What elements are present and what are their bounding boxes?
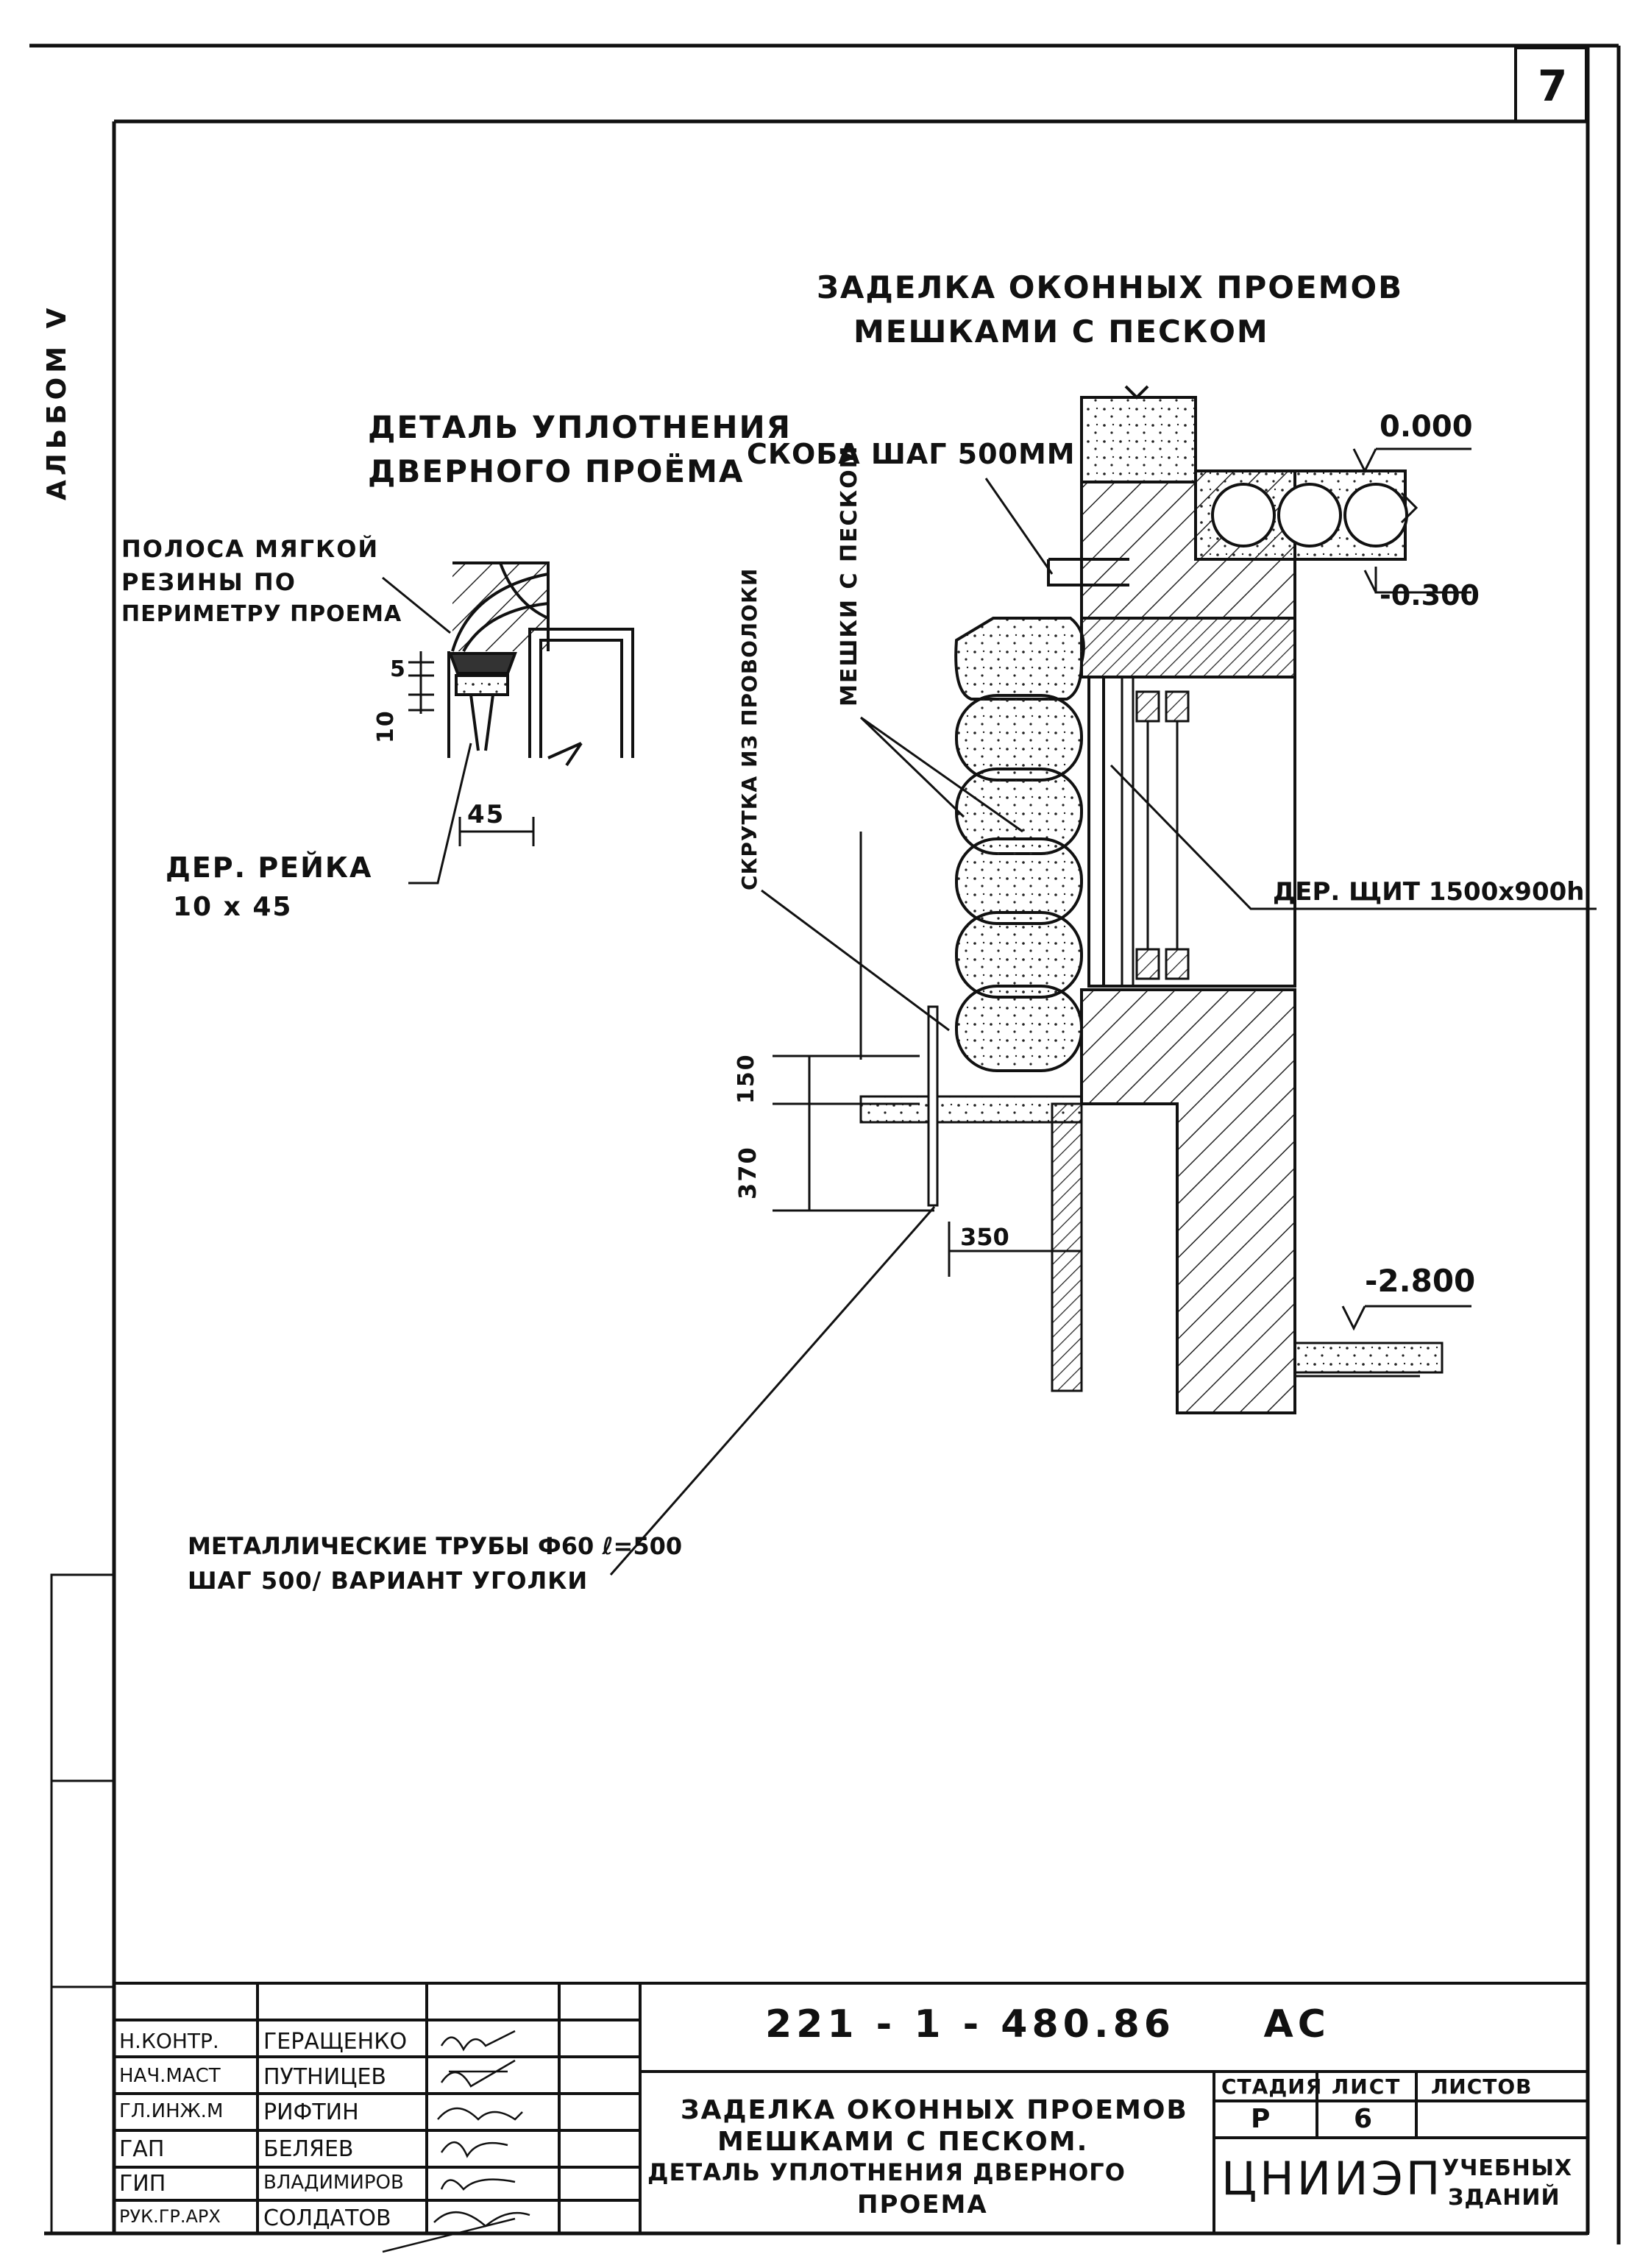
page-number: 7: [1538, 61, 1568, 111]
bracket-label: СКОБА ШАГ 500ММ: [747, 438, 1076, 470]
level-floor: -2.800: [1365, 1263, 1476, 1299]
door-detail-title-line1: ДЕТАЛЬ УПЛОТНЕНИЯ: [368, 409, 792, 445]
signatory-name: БЕЛЯЕВ: [263, 2136, 354, 2162]
dim-150: 150: [734, 1053, 759, 1104]
wood-shield-label: ДЕР. ЩИТ 1500x900h: [1273, 877, 1585, 907]
level-top: 0.000: [1380, 410, 1473, 444]
drawing-title-line: ПРОЕМА: [857, 2190, 988, 2219]
signatory-name: ПУТНИЦЕВ: [263, 2064, 386, 2090]
stage-value: Р: [1251, 2104, 1272, 2134]
signatory-name: СОЛДАТОВ: [263, 2205, 391, 2231]
sheets-header: ЛИСТОВ: [1431, 2074, 1533, 2099]
sandbags-label: МЕШКИ С ПЕСКОМ: [837, 444, 862, 706]
sheet-value: 6: [1354, 2104, 1374, 2134]
door-detail-title-line2: ДВЕРНОГО ПРОЁМА: [368, 453, 745, 489]
drawing-title-line: МЕШКАМИ С ПЕСКОМ.: [717, 2127, 1089, 2157]
signatory-name: РИФТИН: [263, 2099, 359, 2125]
rubber-strip-label-line3: ПЕРИМЕТРУ ПРОЕМА: [121, 601, 402, 627]
wire-twist-label: СКРУТКА ИЗ ПРОВОЛОКИ: [737, 567, 761, 890]
signatory-role: ГАП: [119, 2136, 165, 2162]
door-seal-detail: [382, 561, 634, 885]
album-stamp: АЛЬБОМ V: [42, 303, 72, 500]
signatory-name: ГЕРАЩЕНКО: [263, 2029, 408, 2055]
signatory-role: ГЛ.ИНЖ.М: [119, 2100, 224, 2122]
sheet-border: [29, 43, 1621, 2244]
pipes-label-line1: МЕТАЛЛИЧЕСКИЕ ТРУБЫ Ф60 ℓ=500: [188, 1532, 683, 1560]
pipes-label-line2: ШАГ 500/ ВАРИАНТ УГОЛКИ: [188, 1567, 589, 1595]
rubber-strip-label-line2: РЕЗИНЫ ПО: [121, 568, 297, 596]
dim-370: 370: [734, 1146, 761, 1199]
level-slab: -0.300: [1380, 579, 1480, 612]
signatory-role: ГИП: [119, 2171, 166, 2197]
drawing-designation: 221 - 1 - 480.86 АС: [765, 2002, 1330, 2046]
door-dim-10: 10: [373, 709, 399, 743]
sheet-header: ЛИСТ: [1332, 2074, 1402, 2099]
organization-sub-line1: УЧЕБНЫХ: [1442, 2155, 1573, 2181]
signatory-role: РУК.ГР.АРХ: [119, 2206, 221, 2227]
door-dim-45: 45: [467, 800, 505, 829]
organization-name: ЦНИИЭП: [1221, 2152, 1444, 2205]
margin-strip: [50, 1573, 116, 2235]
rubber-strip-label-line1: ПОЛОСА МЯГКОЙ: [121, 535, 380, 563]
window-detail-title-line2: МЕШКАМИ С ПЕСКОМ: [853, 313, 1269, 350]
drawing-title-line: ЗАДЕЛКА ОКОННЫХ ПРОЕМОВ: [681, 2095, 1188, 2125]
signatory-name: ВЛАДИМИРОВ: [263, 2172, 404, 2194]
dim-350: 350: [960, 1223, 1009, 1251]
drawing-title-line: ДЕТАЛЬ УПЛОТНЕНИЯ ДВЕРНОГО: [647, 2158, 1126, 2186]
batten-size: 10 x 45: [173, 892, 293, 922]
batten-label: ДЕР. РЕЙКА: [166, 851, 373, 884]
stage-header: СТАДИЯ: [1221, 2074, 1323, 2099]
window-detail-title-line1: ЗАДЕЛКА ОКОННЫХ ПРОЕМОВ: [817, 269, 1404, 305]
door-dim-5: 5: [390, 656, 407, 682]
signatory-role: Н.КОНТР.: [119, 2029, 219, 2053]
title-block-grid: [113, 1982, 1589, 2235]
signatures: [382, 2030, 530, 2253]
organization-sub-line2: ЗДАНИЙ: [1448, 2185, 1561, 2211]
signatory-role: НАЧ.МАСТ: [119, 2065, 221, 2087]
window-sandbag-detail: [609, 385, 1597, 1576]
